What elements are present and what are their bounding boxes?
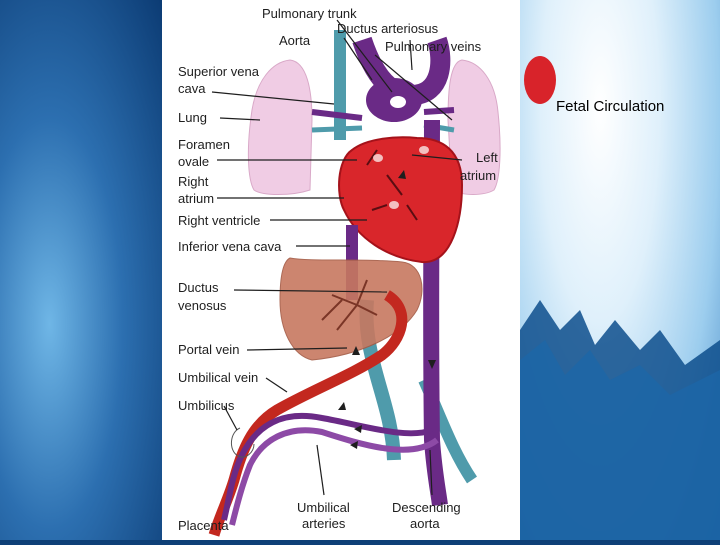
- diagram-panel: Pulmonary trunk Ductus arteriosus Aorta …: [162, 0, 520, 540]
- label-descending-aorta-2: aorta: [410, 516, 440, 531]
- label-aorta: Aorta: [279, 33, 311, 48]
- label-pulmonary-veins: Pulmonary veins: [385, 39, 482, 54]
- pulmonary-vein-left-2: [311, 125, 363, 133]
- label-foramen-ovale-1: Foramen: [178, 137, 230, 152]
- label-ductus-venosus-2: venosus: [178, 298, 227, 313]
- label-superior-vena-cava-2: cava: [178, 81, 206, 96]
- label-ductus-arteriosus: Ductus arteriosus: [337, 21, 439, 36]
- left-lung: [447, 59, 501, 195]
- label-umbilical-arteries-1: Umbilical: [297, 500, 350, 515]
- label-inferior-vena-cava: Inferior vena cava: [178, 239, 282, 254]
- liver-vessels: [321, 279, 378, 331]
- label-lung: Lung: [178, 110, 207, 125]
- label-left-atrium-2: atrium: [460, 168, 496, 183]
- flow-arrows: [338, 170, 436, 449]
- label-placenta: Placenta: [178, 518, 229, 533]
- leader-lines: [211, 19, 463, 496]
- label-left-atrium-1: Left: [476, 150, 498, 165]
- label-superior-vena-cava-1: Superior vena: [178, 64, 260, 79]
- pulmonary-vein-right: [423, 107, 455, 115]
- umbilical-artery-2: [229, 427, 439, 526]
- background-left: [0, 0, 165, 540]
- heart: [338, 136, 464, 264]
- umbilicus-outline: [231, 427, 255, 458]
- heart-chambers: [366, 149, 418, 221]
- liver: [279, 257, 423, 361]
- label-ductus-venosus-1: Ductus: [178, 280, 219, 295]
- label-right-ventricle: Right ventricle: [178, 213, 260, 228]
- label-umbilicus: Umbilicus: [178, 398, 235, 413]
- label-foramen-ovale-2: ovale: [178, 154, 209, 169]
- umbilical-artery-1: [221, 412, 434, 521]
- slide-title: Fetal Circulation: [556, 98, 665, 115]
- label-pulmonary-trunk: Pulmonary trunk: [262, 6, 357, 21]
- label-umbilical-vein: Umbilical vein: [178, 370, 258, 385]
- label-descending-aorta-1: Descending: [392, 500, 461, 515]
- label-right-atrium-2: atrium: [178, 191, 214, 206]
- right-lung: [247, 59, 313, 195]
- fetal-circulation-diagram: Pulmonary trunk Ductus arteriosus Aorta …: [178, 6, 501, 537]
- pulmonary-vein-left: [311, 109, 363, 121]
- label-right-atrium-1: Right: [178, 174, 209, 189]
- heart-shape-decoration: [524, 56, 556, 104]
- label-portal-vein: Portal vein: [178, 342, 239, 357]
- icicle-decoration: [520, 56, 720, 540]
- label-umbilical-arteries-2: arteries: [302, 516, 346, 531]
